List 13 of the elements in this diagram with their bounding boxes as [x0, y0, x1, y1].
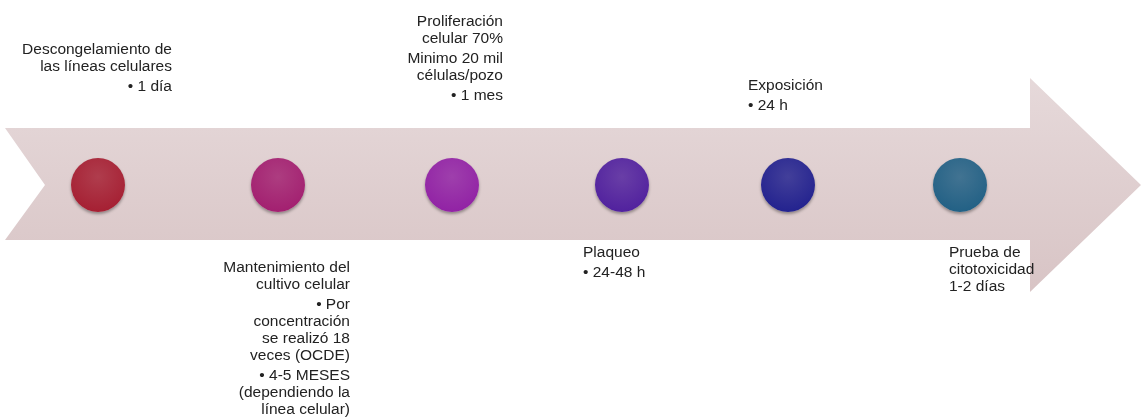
step-label: Descongelamiento de las líneas celulares — [22, 40, 172, 74]
step-detail: • 1 mes — [451, 86, 503, 103]
step-label: Exposición — [748, 76, 823, 93]
step-detail: • Por concentración se realizó 18 veces (OCDE) — [249, 295, 350, 363]
step-label: Prueba de citotoxicidad 1-2 días — [949, 243, 1036, 294]
step-label: Mantenimiento del cultivo celular — [222, 258, 350, 292]
step-label: Plaqueo — [583, 243, 640, 260]
step-detail: • 4-5 MESES (dependiendo la línea celular) — [237, 366, 350, 417]
step-detail: • 1 día — [127, 77, 172, 94]
step-detail: • 24-48 h — [583, 263, 646, 280]
step-detail: Minimo 20 mil células/pozo — [406, 49, 503, 83]
step-label: Proliferación celular 70% — [415, 12, 503, 46]
step-detail: • 24 h — [748, 96, 788, 113]
